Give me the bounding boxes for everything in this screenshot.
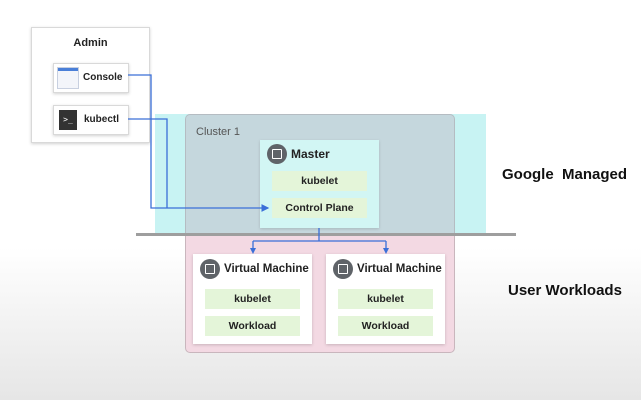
- user-workloads-label: User Workloads: [508, 282, 622, 299]
- console-button[interactable]: Console: [53, 63, 129, 93]
- kubectl-label: kubectl: [84, 114, 120, 125]
- admin-title: Admin: [73, 37, 108, 49]
- kubectl-connector: [128, 118, 168, 208]
- chip-icon: [333, 259, 353, 279]
- google-managed-label: Google Managed: [502, 166, 628, 183]
- vm2-title: Virtual Machine: [357, 263, 442, 275]
- divider-line: [136, 233, 516, 236]
- chip-icon: [267, 144, 287, 164]
- virtual-machine-1: Virtual Machine kubelet Workload: [193, 254, 312, 344]
- virtual-machine-2: Virtual Machine kubelet Workload: [326, 254, 445, 344]
- terminal-icon: >_: [59, 110, 77, 130]
- console-label: Console: [83, 72, 123, 83]
- master-node: Master kubelet Control Plane: [260, 140, 379, 228]
- vm1-kubelet: kubelet: [205, 289, 300, 309]
- master-title: Master: [291, 147, 330, 161]
- vm1-workload: Workload: [205, 316, 300, 336]
- console-connector: [128, 74, 270, 212]
- master-vm-connector: [252, 228, 387, 252]
- vm2-workload: Workload: [338, 316, 433, 336]
- vm1-title: Virtual Machine: [224, 263, 309, 275]
- vm2-kubelet: kubelet: [338, 289, 433, 309]
- kubectl-button[interactable]: >_ kubectl: [53, 105, 129, 135]
- console-icon: [57, 67, 79, 89]
- admin-panel: Admin Console >_ kubectl: [31, 27, 150, 143]
- control-plane: Control Plane: [272, 198, 367, 218]
- chip-icon: [200, 259, 220, 279]
- master-kubelet: kubelet: [272, 171, 367, 191]
- cluster-label: Cluster 1: [196, 126, 241, 138]
